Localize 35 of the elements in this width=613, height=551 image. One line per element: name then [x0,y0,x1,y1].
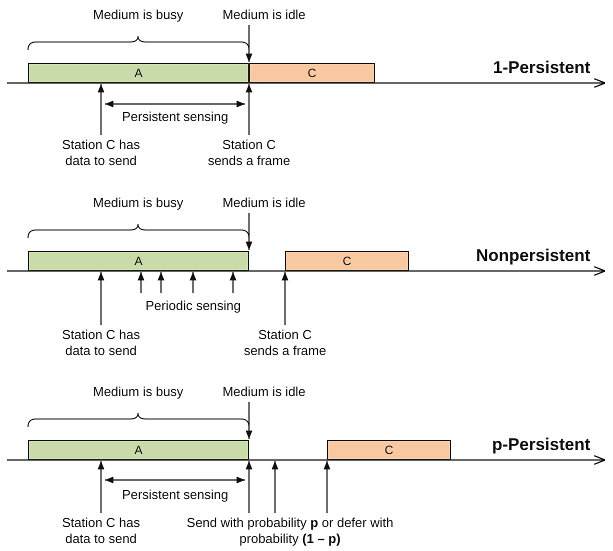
station-note: Station C has data to send [53,137,149,169]
annotation-text: Persistent sensing [122,109,228,125]
station-note: Send with probability p or defer with probability (1 – p) [177,515,403,547]
station-note: Station C has data to send [53,327,149,359]
frame-bar: C [327,440,451,460]
leader-arrow [282,272,288,325]
leader-arrow [98,272,104,325]
frame-bar: A [28,63,249,83]
frame-bar: C [249,63,375,83]
leader-arrow [272,461,278,513]
row-title: Nonpersistent [476,246,590,266]
row-title: p-Persistent [492,435,590,455]
annotation-text: Medium is busy [93,195,184,211]
leader-arrow [246,461,252,513]
station-note: Station C sends a frame [240,327,330,359]
station-note: Medium is idle [209,384,319,400]
frame-bar: A [28,251,249,271]
leader-arrow [246,213,252,250]
leader-arrow [246,402,252,439]
station-note: Medium is idle [209,7,319,23]
leader-arrow [98,461,104,513]
annotation-text: Medium is busy [93,7,184,23]
station-note: Medium is idle [209,195,319,211]
row-title: 1-Persistent [493,58,590,78]
leader-arrow [246,84,252,135]
station-note: Station C sends a frame [204,137,294,169]
leader-arrow [324,461,330,513]
annotation-text: Medium is busy [93,384,184,400]
annotation-text: Persistent sensing [122,487,228,503]
station-note: Station C has data to send [53,515,149,547]
leader-arrow [98,84,104,135]
annotation-text: Periodic sensing [146,298,241,314]
leader-arrow [246,25,252,62]
frame-bar: A [28,440,249,460]
frame-bar: C [285,251,409,271]
